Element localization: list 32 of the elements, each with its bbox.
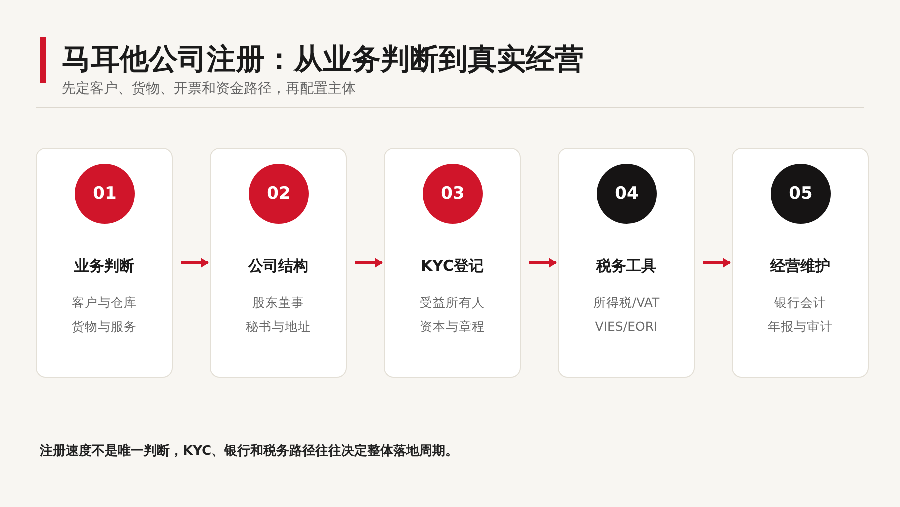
footnote: 注册速度不是唯一判断，KYC、银行和税务路径往往决定整体落地周期。 — [40, 442, 459, 460]
step-title: 业务判断 — [74, 257, 136, 276]
step-card — [210, 148, 347, 378]
step-card — [732, 148, 869, 378]
arrow — [355, 258, 383, 268]
step-detail: 客户与仓库 — [71, 295, 138, 312]
step-detail: 秘书与地址 — [245, 319, 312, 336]
subtitle: 先定客户、货物、开票和资金路径，再配置主体 — [62, 80, 356, 98]
step-card — [384, 148, 521, 378]
arrow — [181, 258, 209, 268]
step-detail: 年报与审计 — [767, 319, 834, 336]
step-title: KYC登记 — [420, 257, 485, 276]
step-number-circle: 03 — [423, 164, 483, 224]
step-number-circle: 04 — [597, 164, 657, 224]
step-title: 公司结构 — [247, 257, 310, 276]
step-detail: VIES/EORI — [594, 319, 659, 334]
step-detail: 银行会计 — [774, 295, 828, 312]
step-title: 税务工具 — [595, 257, 658, 276]
step-number-circle: 05 — [771, 164, 831, 224]
step-detail: 货物与服务 — [71, 319, 138, 336]
step-number-circle: 01 — [75, 164, 135, 224]
step-detail: 受益所有人 — [419, 295, 486, 312]
step-title: 经营维护 — [769, 257, 832, 276]
step-number-circle: 02 — [249, 164, 309, 224]
step-detail: 资本与章程 — [419, 319, 486, 336]
step-detail: 股东董事 — [252, 295, 306, 312]
step-detail: 所得税/VAT — [592, 295, 661, 312]
arrow — [529, 258, 557, 268]
step-card — [558, 148, 695, 378]
arrow — [703, 258, 731, 268]
title: 马耳他公司注册：从业务判断到真实经营 — [62, 41, 584, 78]
step-card — [36, 148, 173, 378]
